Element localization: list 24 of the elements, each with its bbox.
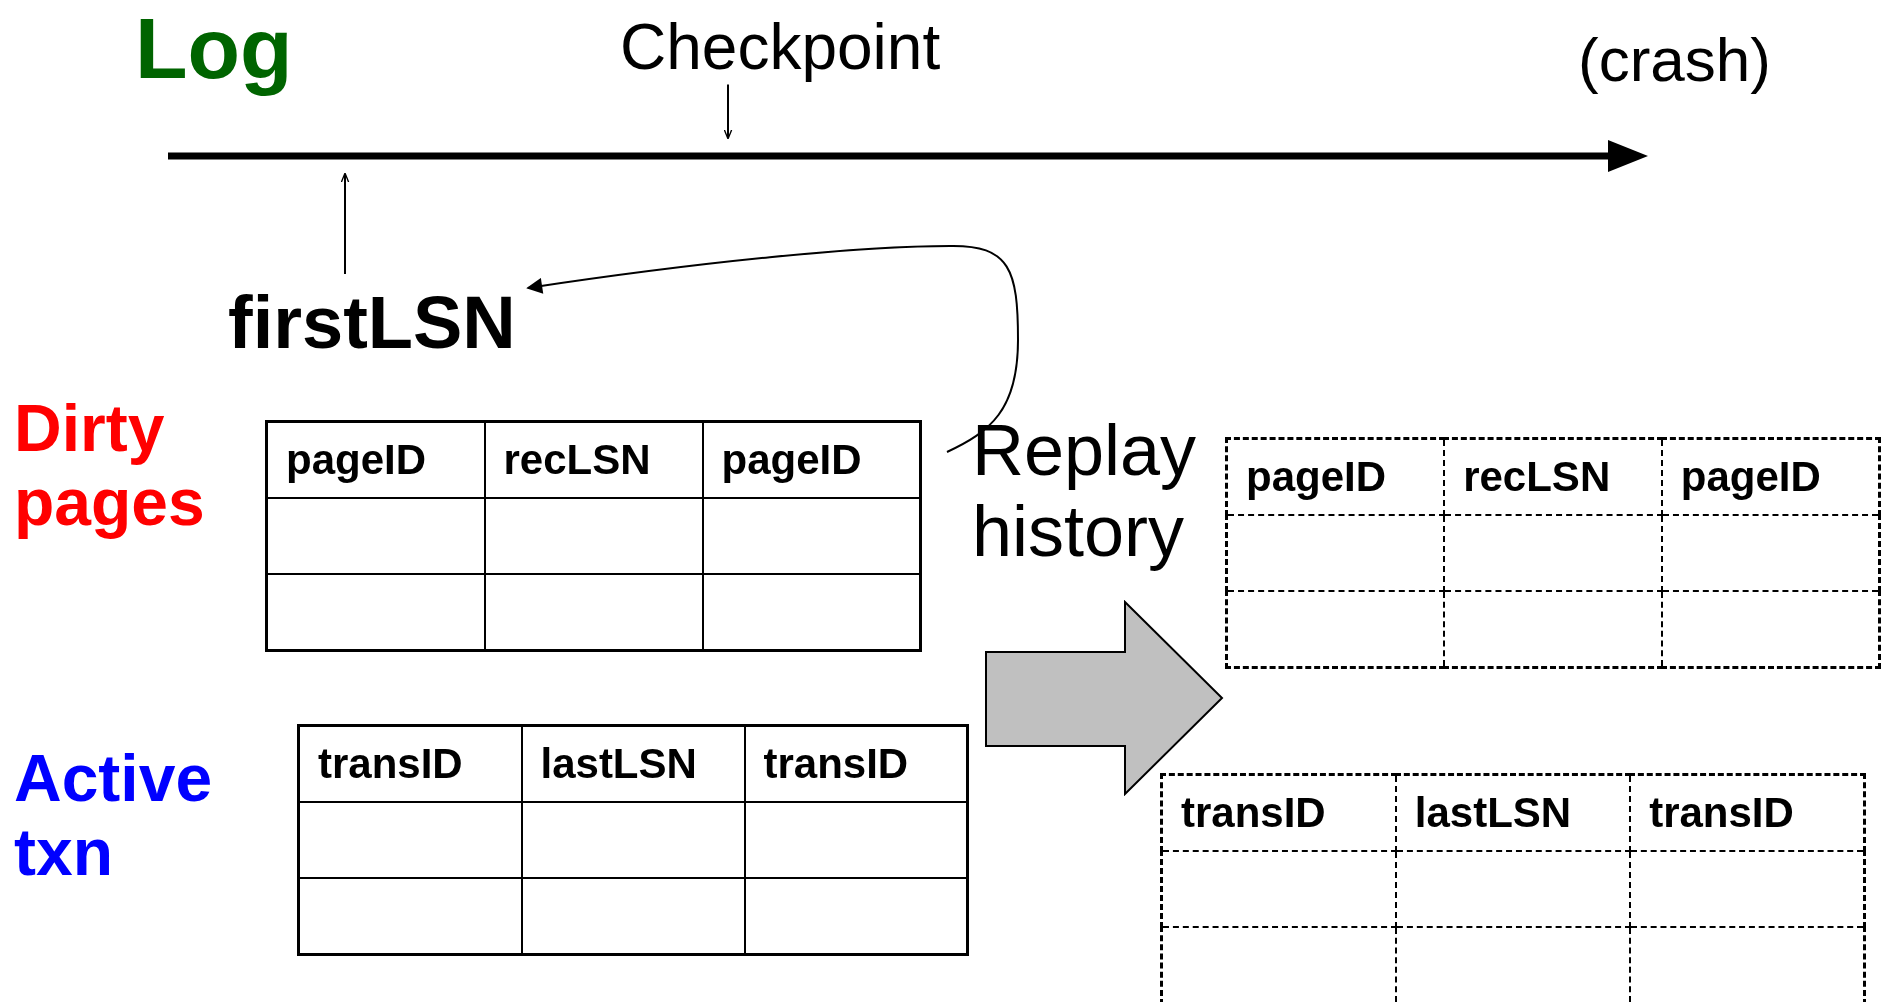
timeline-label: Checkpoint bbox=[620, 12, 941, 83]
column-header: lastLSN bbox=[521, 725, 745, 802]
note: (crash) bbox=[1578, 25, 1772, 95]
column-header: transID bbox=[298, 725, 522, 802]
arrow bbox=[526, 245, 1019, 453]
column-header: transID bbox=[1161, 774, 1396, 851]
table bbox=[1160, 773, 1866, 1002]
column-header: recLSN bbox=[484, 421, 703, 498]
table bbox=[265, 420, 922, 652]
pointer-label: firstLSN bbox=[228, 282, 516, 364]
block-arrow bbox=[984, 600, 1224, 796]
table-title: Active txn bbox=[14, 742, 214, 890]
timeline-arrow bbox=[168, 140, 1648, 172]
table bbox=[297, 724, 969, 956]
table-title: Dirty pages bbox=[14, 392, 206, 540]
title-label: Log bbox=[135, 0, 294, 97]
arrow bbox=[340, 172, 350, 275]
column-header: lastLSN bbox=[1395, 774, 1631, 851]
column-header: recLSN bbox=[1444, 438, 1662, 515]
column-header: pageID bbox=[266, 421, 485, 498]
arrow bbox=[723, 83, 733, 140]
table bbox=[1225, 437, 1881, 669]
arrow-label: Replay history bbox=[972, 410, 1198, 572]
column-header: pageID bbox=[1226, 438, 1445, 515]
